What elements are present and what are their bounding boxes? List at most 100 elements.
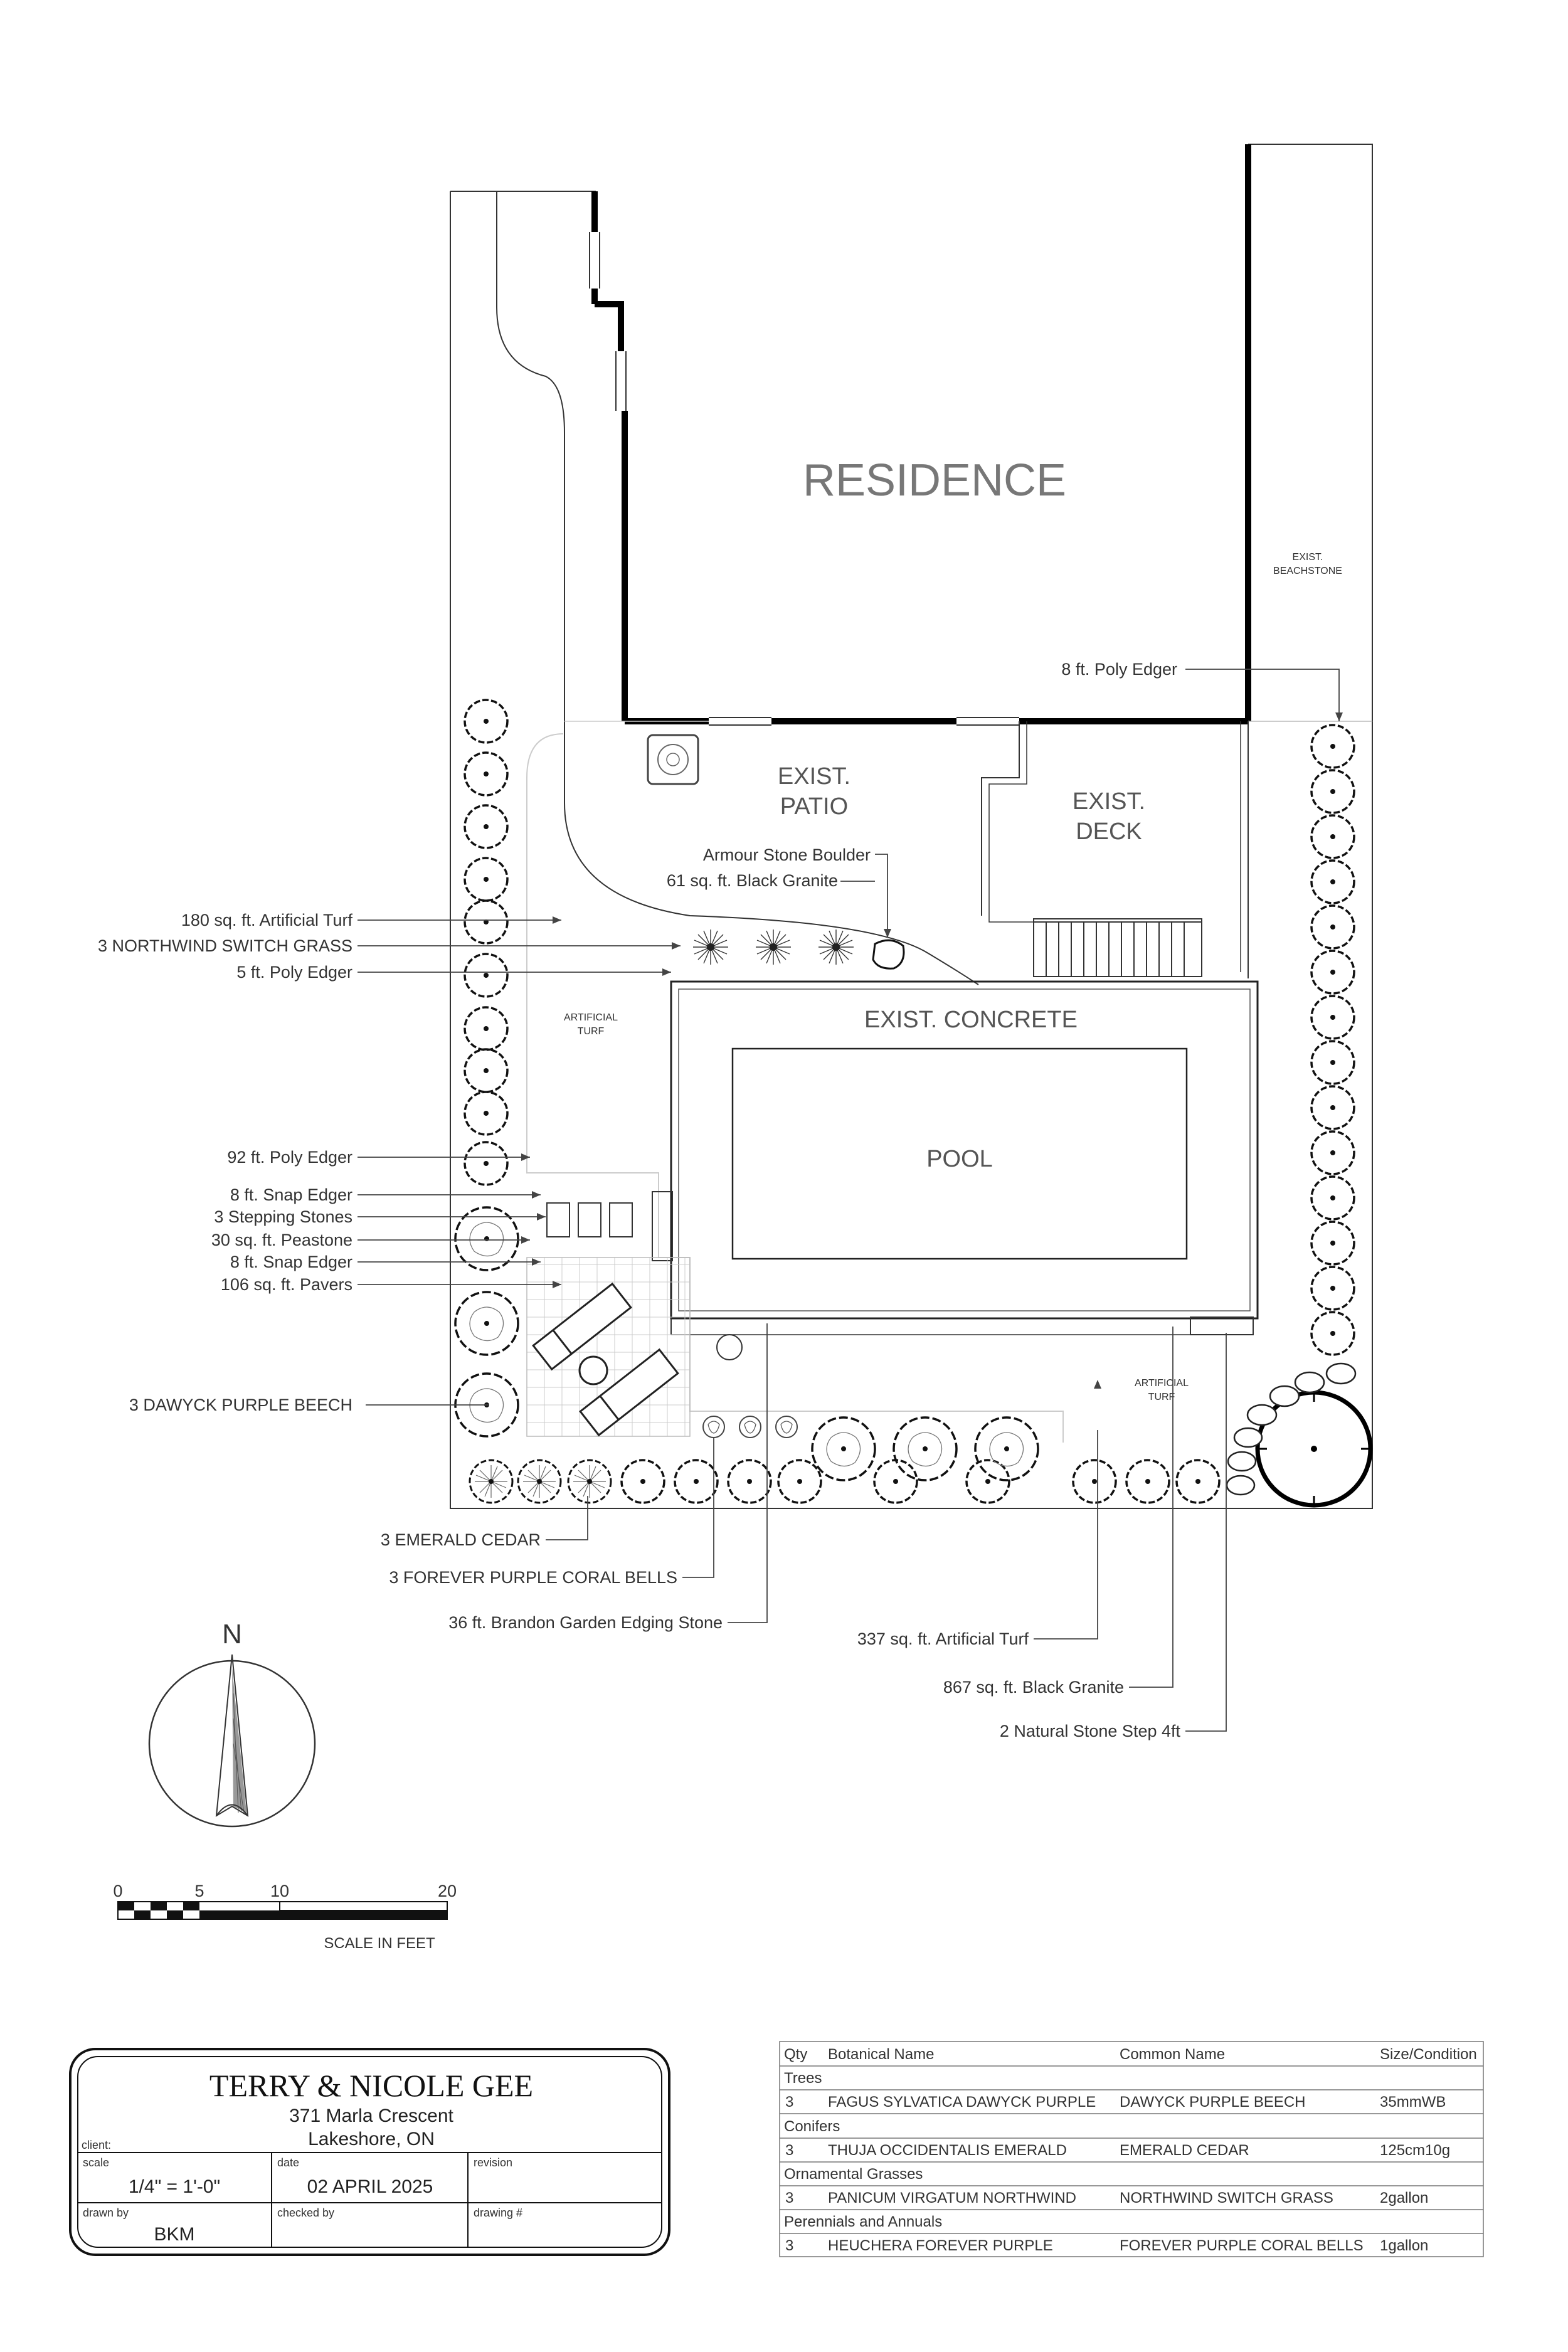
table-row-size: 1gallon bbox=[1380, 2237, 1428, 2254]
callout-coral-bells: 3 FOREVER PURPLE CORAL BELLS bbox=[389, 1568, 677, 1587]
table-row-common: NORTHWIND SWITCH GRASS bbox=[1120, 2190, 1333, 2206]
callout-poly-edger-92: 92 ft. Poly Edger bbox=[227, 1148, 352, 1167]
turf-label-right-1: ARTIFICIAL bbox=[1135, 1378, 1189, 1389]
table-row-size: 2gallon bbox=[1380, 2190, 1428, 2206]
callout-peastone: 30 sq. ft. Peastone bbox=[211, 1231, 352, 1249]
table-header-size: Size/Condition bbox=[1380, 2046, 1477, 2063]
scale-tick-20: 20 bbox=[438, 1882, 457, 1900]
ac-unit-symbol bbox=[647, 734, 699, 785]
purple-beech-group bbox=[454, 1206, 519, 1438]
scale-tick-10: 10 bbox=[270, 1882, 289, 1900]
table-category-grasses: Ornamental Grasses bbox=[784, 2166, 923, 2183]
callout-black-granite-867: 867 sq. ft. Black Granite bbox=[943, 1678, 1124, 1697]
table-row-qty: 3 bbox=[785, 2237, 793, 2254]
pool-outline bbox=[731, 1047, 1188, 1260]
callout-black-granite-61: 61 sq. ft. Black Granite bbox=[667, 871, 838, 890]
table-category-perennials: Perennials and Annuals bbox=[784, 2213, 942, 2230]
callout-poly-edger-8: 8 ft. Poly Edger bbox=[1061, 660, 1177, 679]
patio-label-2: PATIO bbox=[780, 793, 848, 820]
callout-stepping-stones: 3 Stepping Stones bbox=[214, 1207, 352, 1226]
residence-walls bbox=[591, 144, 1251, 724]
callout-leaders bbox=[358, 669, 1340, 1732]
scale-tick-0: 0 bbox=[113, 1882, 122, 1900]
callout-stone-step: 2 Natural Stone Step 4ft bbox=[1000, 1722, 1181, 1740]
turf-label-right-2: TURF bbox=[1148, 1392, 1175, 1402]
table-row-botanical: FAGUS SYLVATICA DAWYCK PURPLE bbox=[828, 2094, 1096, 2111]
pool-label: POOL bbox=[926, 1146, 993, 1172]
table-header-botanical: Botanical Name bbox=[828, 2046, 934, 2063]
table-header-common: Common Name bbox=[1120, 2046, 1225, 2063]
scale-bar bbox=[117, 1901, 448, 1920]
table-row-botanical: PANICUM VIRGATUM NORTHWIND bbox=[828, 2190, 1076, 2206]
table-row-size: 35mmWB bbox=[1380, 2094, 1446, 2111]
scale-tick-5: 5 bbox=[194, 1882, 204, 1900]
callout-switch-grass: 3 NORTHWIND SWITCH GRASS bbox=[98, 936, 352, 955]
table-category-trees: Trees bbox=[784, 2070, 822, 2087]
turf-label-left-1: ARTIFICIAL bbox=[564, 1012, 618, 1023]
emerald-cedar-group bbox=[469, 1459, 612, 1504]
deck-label-2: DECK bbox=[1076, 818, 1142, 845]
table-row-qty: 3 bbox=[785, 2094, 793, 2111]
callout-purple-beech: 3 DAWYCK PURPLE BEECH bbox=[129, 1396, 352, 1414]
client-caption: client: bbox=[82, 2139, 111, 2151]
north-label: N bbox=[222, 1619, 242, 1650]
client-name: TERRY & NICOLE GEE bbox=[209, 2068, 533, 2103]
client-address-1: 371 Marla Crescent bbox=[289, 2106, 453, 2126]
concrete-label: EXIST. CONCRETE bbox=[864, 1007, 1078, 1033]
callout-arrowheads bbox=[521, 712, 1343, 1389]
switch-grass-group bbox=[692, 929, 854, 965]
pool-side-trees bbox=[811, 1416, 1039, 1481]
callout-edging-stone: 36 ft. Brandon Garden Edging Stone bbox=[448, 1613, 723, 1632]
exist-concrete-slab bbox=[670, 980, 1259, 1320]
callout-poly-edger-5: 5 ft. Poly Edger bbox=[236, 963, 352, 982]
callout-snap-edger-b: 8 ft. Snap Edger bbox=[230, 1253, 352, 1271]
client-address-2: Lakeshore, ON bbox=[308, 2129, 435, 2149]
table-category-conifers: Conifers bbox=[784, 2118, 840, 2135]
natural-stone-steps bbox=[1226, 1362, 1357, 1496]
turf-label-left-2: TURF bbox=[578, 1026, 605, 1037]
table-row-botanical: THUJA OCCIDENTALIS EMERALD bbox=[828, 2142, 1067, 2159]
table-row-common: DAWYCK PURPLE BEECH bbox=[1120, 2094, 1306, 2111]
date-value: 02 APRIL 2025 bbox=[307, 2176, 433, 2197]
callout-snap-edger-a: 8 ft. Snap Edger bbox=[230, 1185, 352, 1204]
deck-label-1: EXIST. bbox=[1073, 788, 1145, 815]
scale-caption: SCALE IN FEET bbox=[324, 1935, 435, 1952]
callout-artificial-turf-180: 180 sq. ft. Artificial Turf bbox=[181, 911, 353, 930]
plant-table-grid bbox=[779, 2041, 1484, 2257]
armour-stone-boulder bbox=[872, 939, 905, 970]
title-block bbox=[69, 2048, 670, 2256]
shrub-row-bottom bbox=[620, 1459, 1221, 1504]
drawn-caption: drawn by bbox=[83, 2206, 129, 2219]
scale-caption-tb: scale bbox=[83, 2156, 109, 2169]
shrub-row-left bbox=[464, 699, 509, 1186]
stepping-stones bbox=[546, 1202, 633, 1237]
residence-label: RESIDENCE bbox=[803, 455, 1066, 506]
table-row-qty: 3 bbox=[785, 2142, 793, 2159]
callout-artificial-turf-337: 337 sq. ft. Artificial Turf bbox=[857, 1629, 1029, 1648]
table-row-common: EMERALD CEDAR bbox=[1120, 2142, 1249, 2159]
table-row-botanical: HEUCHERA FOREVER PURPLE bbox=[828, 2237, 1053, 2254]
table-row-common: FOREVER PURPLE CORAL BELLS bbox=[1120, 2237, 1364, 2254]
planter-circle bbox=[716, 1334, 743, 1360]
deck-stairs bbox=[1033, 918, 1202, 977]
shrub-row-right bbox=[1310, 724, 1355, 1356]
table-row-size: 125cm10g bbox=[1380, 2142, 1450, 2159]
drawn-value: BKM bbox=[154, 2224, 194, 2245]
table-header-qty: Qty bbox=[784, 2046, 807, 2063]
lounge-chairs bbox=[532, 1282, 679, 1437]
north-arrow bbox=[148, 1654, 316, 1828]
revision-caption: revision bbox=[474, 2156, 512, 2169]
scale-value: 1/4" = 1'-0" bbox=[129, 2176, 220, 2197]
drawing-caption: drawing # bbox=[474, 2206, 522, 2219]
date-caption: date bbox=[277, 2156, 299, 2169]
patio-label-1: EXIST. bbox=[778, 763, 850, 790]
callout-armour-stone: Armour Stone Boulder bbox=[703, 845, 871, 864]
callout-emerald-cedar: 3 EMERALD CEDAR bbox=[381, 1530, 541, 1549]
beachstone-label-2: BEACHSTONE bbox=[1273, 566, 1342, 576]
coral-bells-group bbox=[702, 1416, 798, 1438]
table-row-qty: 3 bbox=[785, 2190, 793, 2206]
checked-caption: checked by bbox=[277, 2206, 334, 2219]
beachstone-label-1: EXIST. bbox=[1293, 552, 1323, 563]
callout-pavers: 106 sq. ft. Pavers bbox=[221, 1275, 352, 1294]
